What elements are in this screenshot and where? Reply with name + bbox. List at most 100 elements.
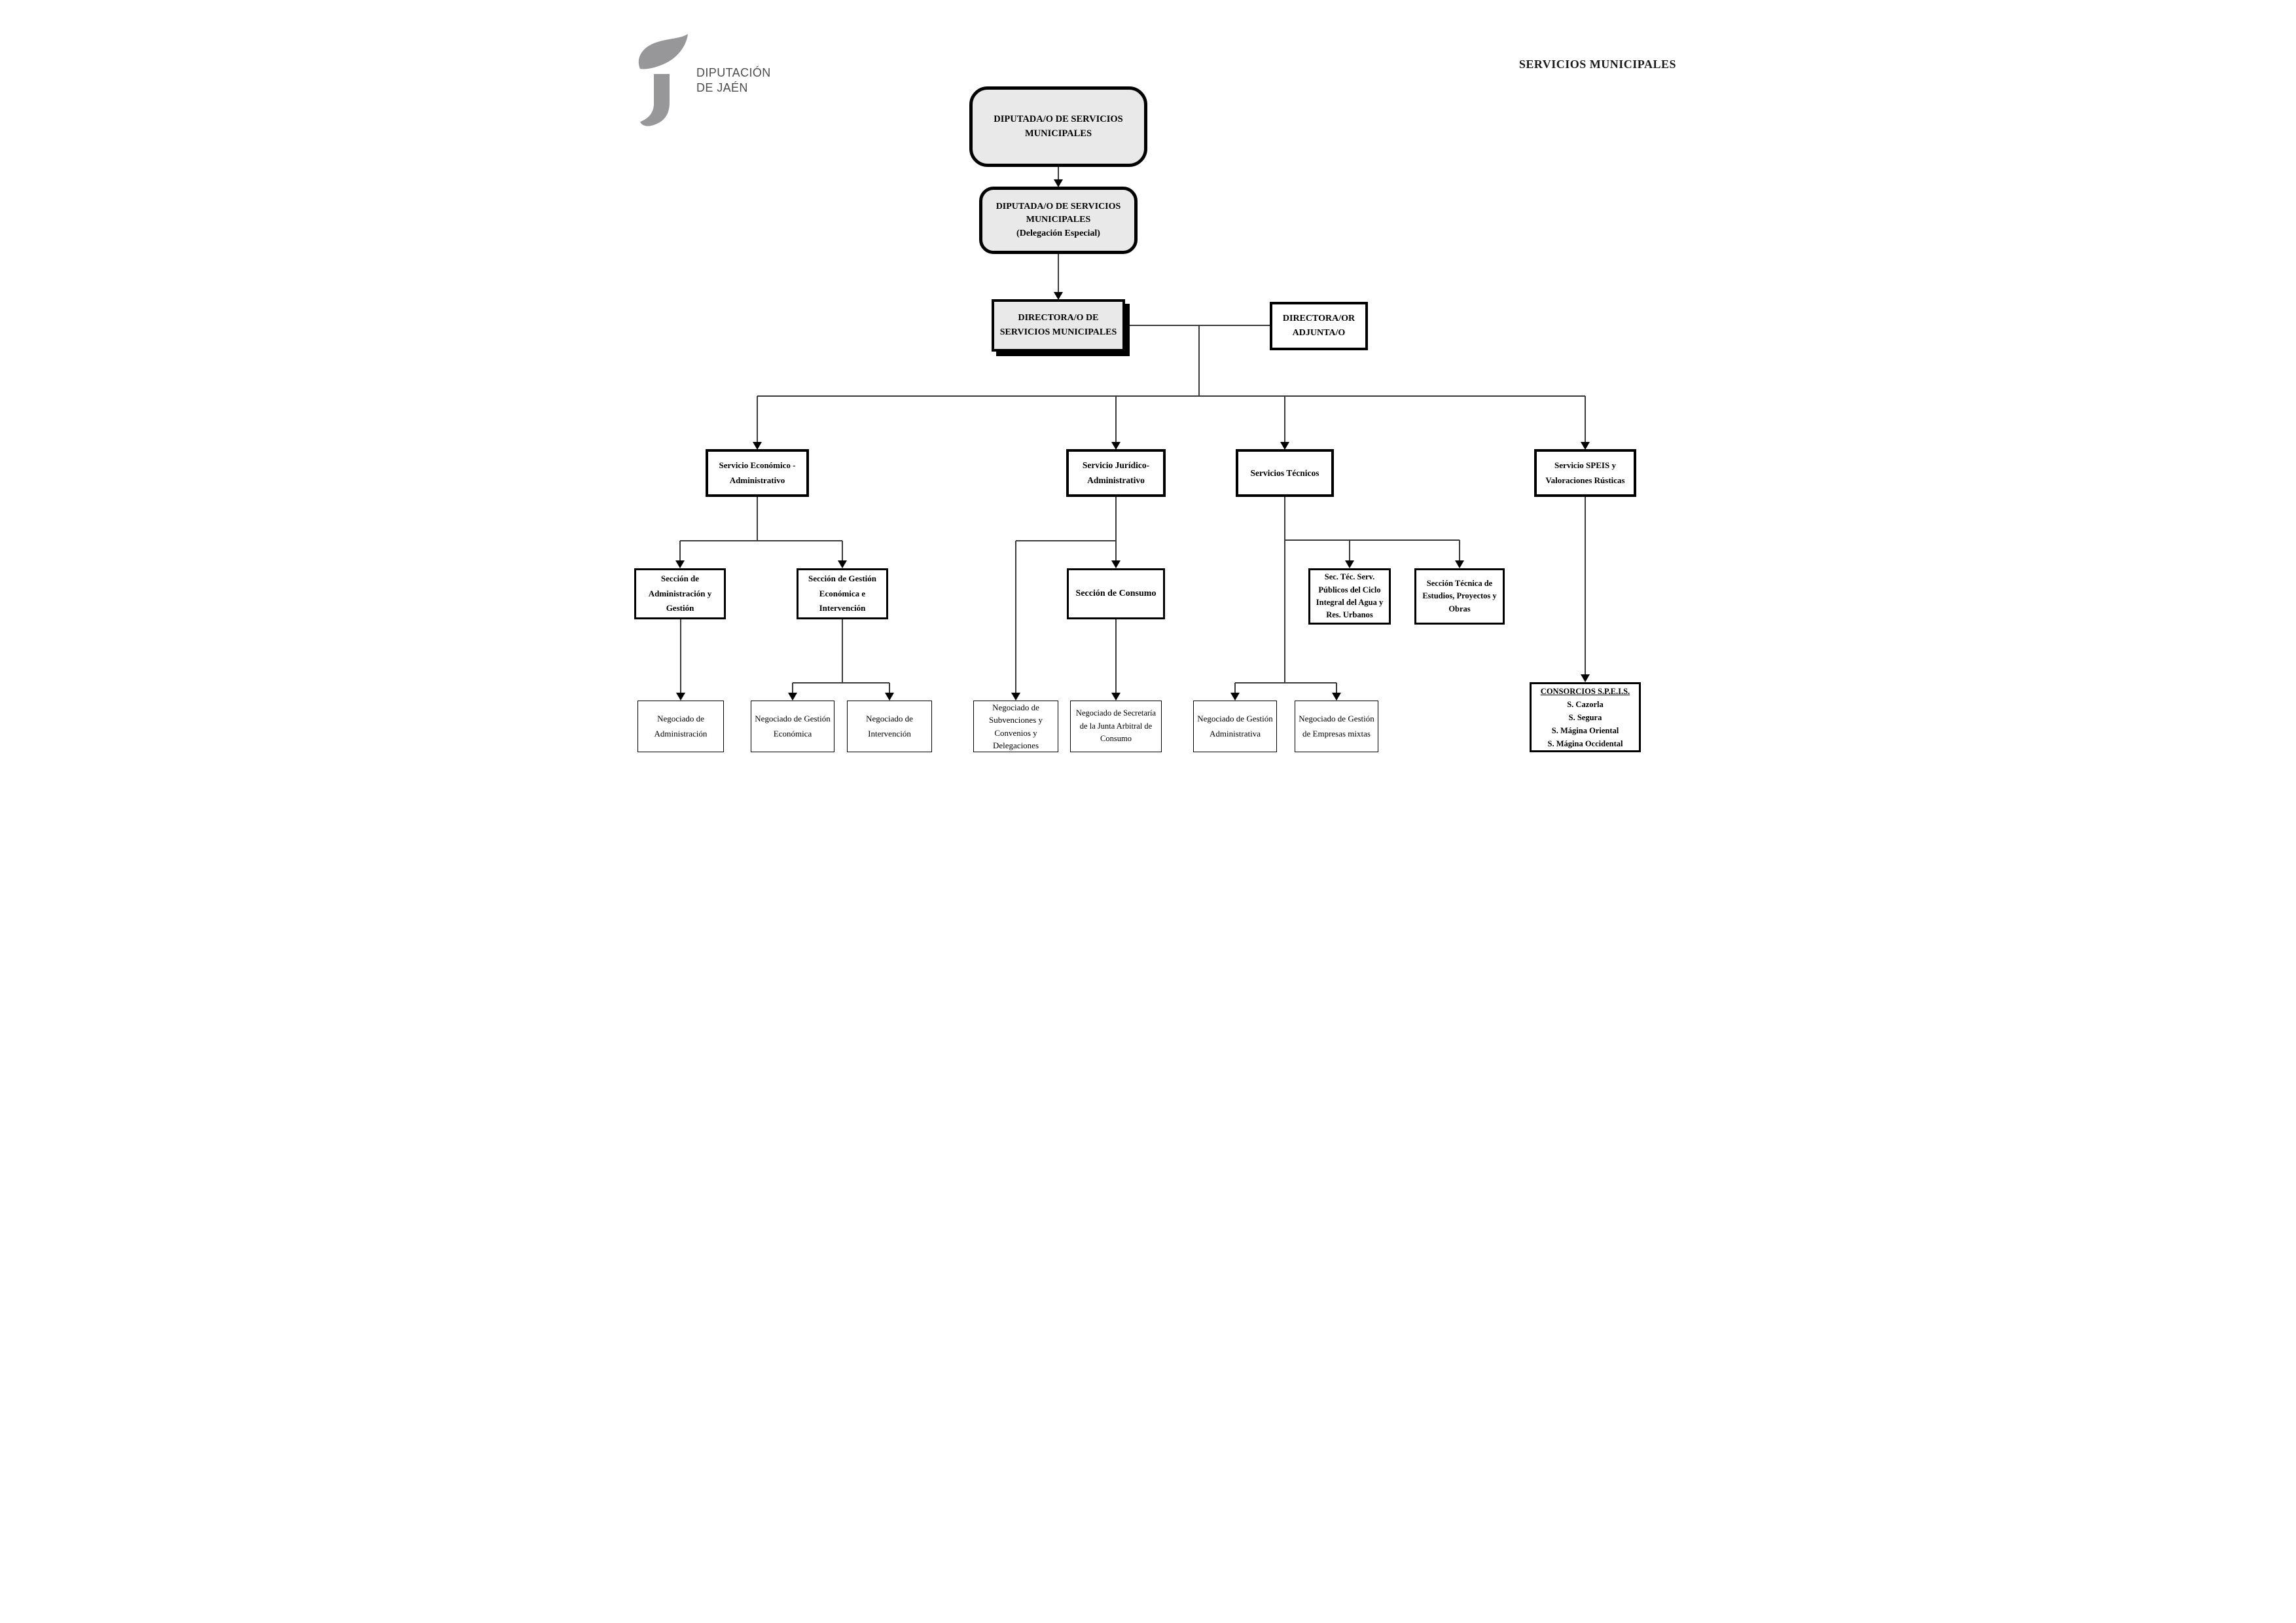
node-seccion-administracion-gestion: Sección de Administración y Gestión <box>634 568 726 619</box>
connector-line <box>1115 541 1117 560</box>
connector-line <box>1235 682 1336 684</box>
node-label: Sección de Consumo <box>1075 588 1157 598</box>
node-label: Servicios Técnicos <box>1250 467 1319 478</box>
node-label: Sec. Téc. Serv. Públicos del Ciclo Integ… <box>1316 572 1384 620</box>
connector-arrow <box>1011 693 1020 701</box>
node-label: Negociado de Gestión de Empresas mixtas <box>1299 714 1374 739</box>
node-seccion-tecnica-estudios-proyectos-obras: Sección Técnica de Estudios, Proyectos y… <box>1414 568 1505 625</box>
consorcios-item: S. Segura <box>1568 712 1602 722</box>
connector-line <box>1115 396 1117 442</box>
node-label: Sección de Gestión Económica e Intervenc… <box>808 573 876 613</box>
connector-arrow <box>1054 179 1063 187</box>
connector-line <box>1058 254 1059 292</box>
connector-line <box>757 395 1585 397</box>
logo-wordmark: DIPUTACIÓN DE JAÉN <box>696 65 771 96</box>
connector-arrow <box>788 693 797 701</box>
node-directora-adjunta: DIRECTORA/OR ADJUNTA/O <box>1270 302 1368 350</box>
diputacion-logo: DIPUTACIÓN DE JAÉN <box>636 34 833 126</box>
node-seccion-consumo: Sección de Consumo <box>1067 568 1165 619</box>
node-label: Negociado de Intervención <box>866 714 913 739</box>
node-consorcios-speis: CONSORCIOS S.P.E.I.S. S. Cazorla S. Segu… <box>1530 682 1641 752</box>
page-title: SERVICIOS MUNICIPALES <box>1518 58 1676 71</box>
connector-arrow <box>838 560 847 568</box>
connector-line <box>1459 540 1460 560</box>
connector-line <box>1585 396 1586 442</box>
node-label: Negociado de Administración <box>654 714 708 739</box>
node-negociado-empresas-mixtas: Negociado de Gestión de Empresas mixtas <box>1295 701 1378 752</box>
connector-line <box>1016 540 1116 541</box>
connector-arrow <box>753 442 762 450</box>
connector-line <box>842 541 843 560</box>
connector-arrow <box>1111 560 1121 568</box>
connector-arrow <box>1111 442 1121 450</box>
connector-line <box>1198 325 1200 396</box>
connector-arrow <box>1345 560 1354 568</box>
connector-line <box>842 619 843 683</box>
node-negociado-gestion-economica: Negociado de Gestión Económica <box>751 701 834 752</box>
consorcios-item: S. Mágina Oriental <box>1551 725 1619 735</box>
connector-line <box>889 683 890 693</box>
consorcios-item: S. Cazorla <box>1567 699 1604 709</box>
connector-line <box>680 619 681 693</box>
node-label: Sección Técnica de Estudios, Proyectos y… <box>1422 578 1497 613</box>
connector-line <box>1015 541 1016 693</box>
connector-arrow <box>1230 693 1240 701</box>
node-servicio-speis-valoraciones: Servicio SPEIS y Valoraciones Rústicas <box>1534 449 1636 497</box>
org-chart-page: SERVICIOS MUNICIPALES DIPUTACIÓN DE JAÉN… <box>574 0 1722 812</box>
connector-line <box>679 541 681 560</box>
connector-line <box>1284 396 1285 442</box>
connector-line <box>757 396 758 442</box>
node-servicios-tecnicos: Servicios Técnicos <box>1236 449 1334 497</box>
connector-line <box>793 682 889 684</box>
node-directora-servicios-municipales: DIRECTORA/O DE SERVICIOS MUNICIPALES <box>992 299 1125 352</box>
node-label: Servicio Económico - Administrativo <box>719 460 796 485</box>
node-negociado-gestion-administrativa: Negociado de Gestión Administrativa <box>1193 701 1277 752</box>
node-seccion-gestion-economica-intervencion: Sección de Gestión Económica e Intervenc… <box>797 568 888 619</box>
node-label: Negociado de Subvenciones y Convenios y … <box>989 702 1043 751</box>
node-label: DIPUTADA/O DE SERVICIOS MUNICIPALES <box>994 113 1123 139</box>
node-diputada-delegacion-especial: DIPUTADA/O DE SERVICIOS MUNICIPALES (Del… <box>979 187 1138 254</box>
node-negociado-secretaria-junta-arbitral: Negociado de Secretaría de la Junta Arbi… <box>1070 701 1162 752</box>
connector-arrow <box>1455 560 1464 568</box>
connector-line <box>792 683 793 693</box>
connector-line <box>1336 683 1337 693</box>
connector-line <box>1058 167 1059 180</box>
node-servicio-economico-administrativo: Servicio Económico - Administrativo <box>706 449 809 497</box>
leaf-j-logo-icon <box>638 34 688 126</box>
connector-line <box>1349 540 1350 560</box>
node-label: DIRECTORA/O DE SERVICIOS MUNICIPALES <box>999 313 1117 337</box>
connector-line <box>1115 497 1117 541</box>
node-label: Negociado de Gestión Económica <box>755 714 831 739</box>
connector-arrow <box>1054 292 1063 300</box>
node-negociado-intervencion: Negociado de Intervención <box>847 701 932 752</box>
connector-line <box>1234 683 1236 693</box>
node-diputada-servicios-municipales: DIPUTADA/O DE SERVICIOS MUNICIPALES <box>969 86 1147 167</box>
connector-arrow <box>1581 674 1590 682</box>
consorcios-title: CONSORCIOS S.P.E.I.S. <box>1540 686 1630 696</box>
connector-arrow <box>1280 442 1289 450</box>
node-sec-tec-servicios-publicos-agua: Sec. Téc. Serv. Públicos del Ciclo Integ… <box>1308 568 1391 625</box>
node-servicio-juridico-administrativo: Servicio Jurídico-Administrativo <box>1066 449 1166 497</box>
consorcios-item: S. Mágina Occidental <box>1547 739 1623 748</box>
connector-arrow <box>1581 442 1590 450</box>
node-label: DIRECTORA/OR ADJUNTA/O <box>1282 313 1355 338</box>
node-sublabel: (Delegación Especial) <box>1016 228 1100 238</box>
node-negociado-subvenciones-convenios: Negociado de Subvenciones y Convenios y … <box>973 701 1058 752</box>
node-label: Negociado de Secretaría de la Junta Arbi… <box>1075 708 1157 744</box>
connector-line <box>680 540 842 541</box>
connector-line <box>1284 497 1285 683</box>
connector-arrow <box>1111 693 1121 701</box>
logo-line2: DE JAÉN <box>696 81 748 95</box>
node-label: Negociado de Gestión Administrativa <box>1197 714 1273 739</box>
connector-line <box>1130 325 1270 326</box>
connector-line <box>1115 619 1117 693</box>
node-label: Servicio SPEIS y Valoraciones Rústicas <box>1545 460 1625 485</box>
connector-arrow <box>1332 693 1341 701</box>
connector-arrow <box>675 560 685 568</box>
node-label: DIPUTADA/O DE SERVICIOS MUNICIPALES <box>996 202 1121 225</box>
node-negociado-administracion: Negociado de Administración <box>637 701 724 752</box>
connector-line <box>757 497 758 541</box>
connector-line <box>1585 497 1586 675</box>
node-label: Servicio Jurídico-Administrativo <box>1082 460 1150 485</box>
logo-line1: DIPUTACIÓN <box>696 66 771 79</box>
